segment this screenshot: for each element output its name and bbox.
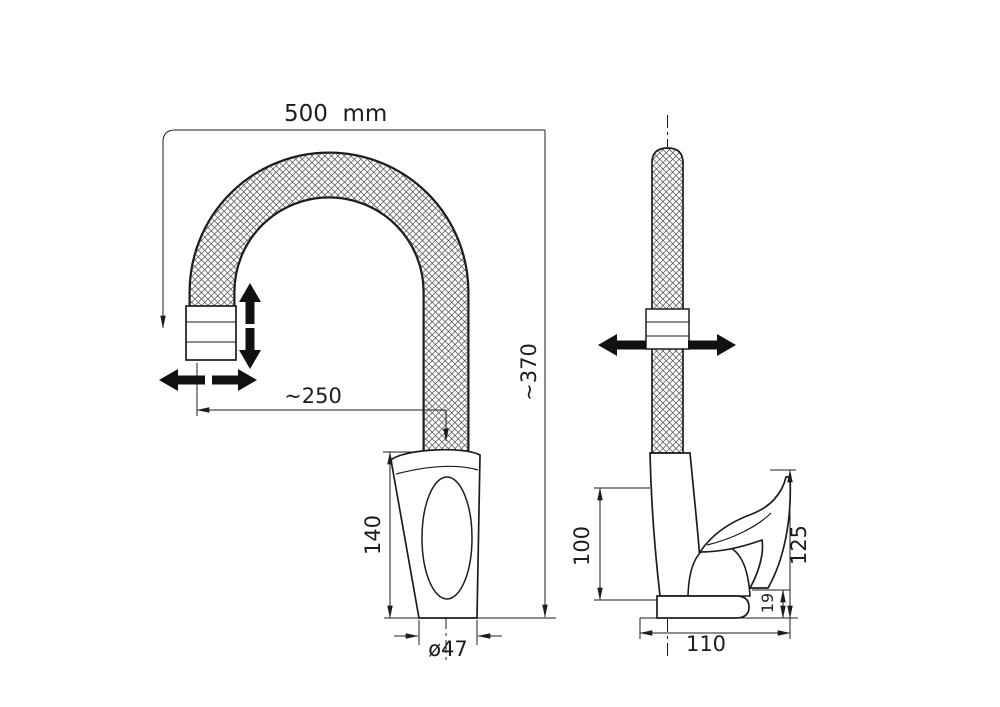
dim-body-height-label: 140 [361,515,385,555]
dim-total-height-label: ~370 [517,343,541,401]
front-movement-arrows [159,283,261,391]
hose-right-arrow-icon [688,334,736,356]
body-oval-detail [421,476,473,600]
front-dimension-labels: 500 mm ~370 ~250 140 ø47 [284,101,541,661]
dim-spout-height-label: 100 [570,526,594,566]
spray-left-arrow-icon [159,369,205,391]
side-movement-arrows [598,334,736,356]
front-view: 500 mm ~370 ~250 140 ø47 [159,101,556,661]
hose-left-arrow-icon [598,334,646,356]
coupling-outline [645,308,690,350]
side-dimension-labels: 100 125 19 110 [570,525,811,656]
side-view: 100 125 19 110 [570,115,811,656]
spray-down-arrow-icon [239,328,261,369]
spray-up-arrow-icon [239,283,261,324]
body-neck-line [395,465,479,475]
hose-coupling [645,308,690,350]
handle-lever [698,476,792,589]
dim-hose-length-label: 500 mm [284,101,387,127]
spray-head [185,305,237,361]
spray-right-arrow-icon [212,369,257,391]
flexible-hose [188,151,470,452]
dim-hose-length-leader [160,129,545,329]
handle-detail-line [706,512,772,546]
spray-head-outline [185,305,237,361]
dim-depth-label: 110 [686,632,726,656]
side-dimensions [594,469,798,639]
side-hose [651,147,684,454]
dim-reach-label: ~250 [284,384,342,408]
dim-clearance-label: 19 [758,593,777,613]
front-dimensions [160,129,556,645]
dim-base-diameter-label: ø47 [428,637,468,661]
side-base [656,595,750,619]
dim-handle-height-label: 125 [787,525,811,565]
